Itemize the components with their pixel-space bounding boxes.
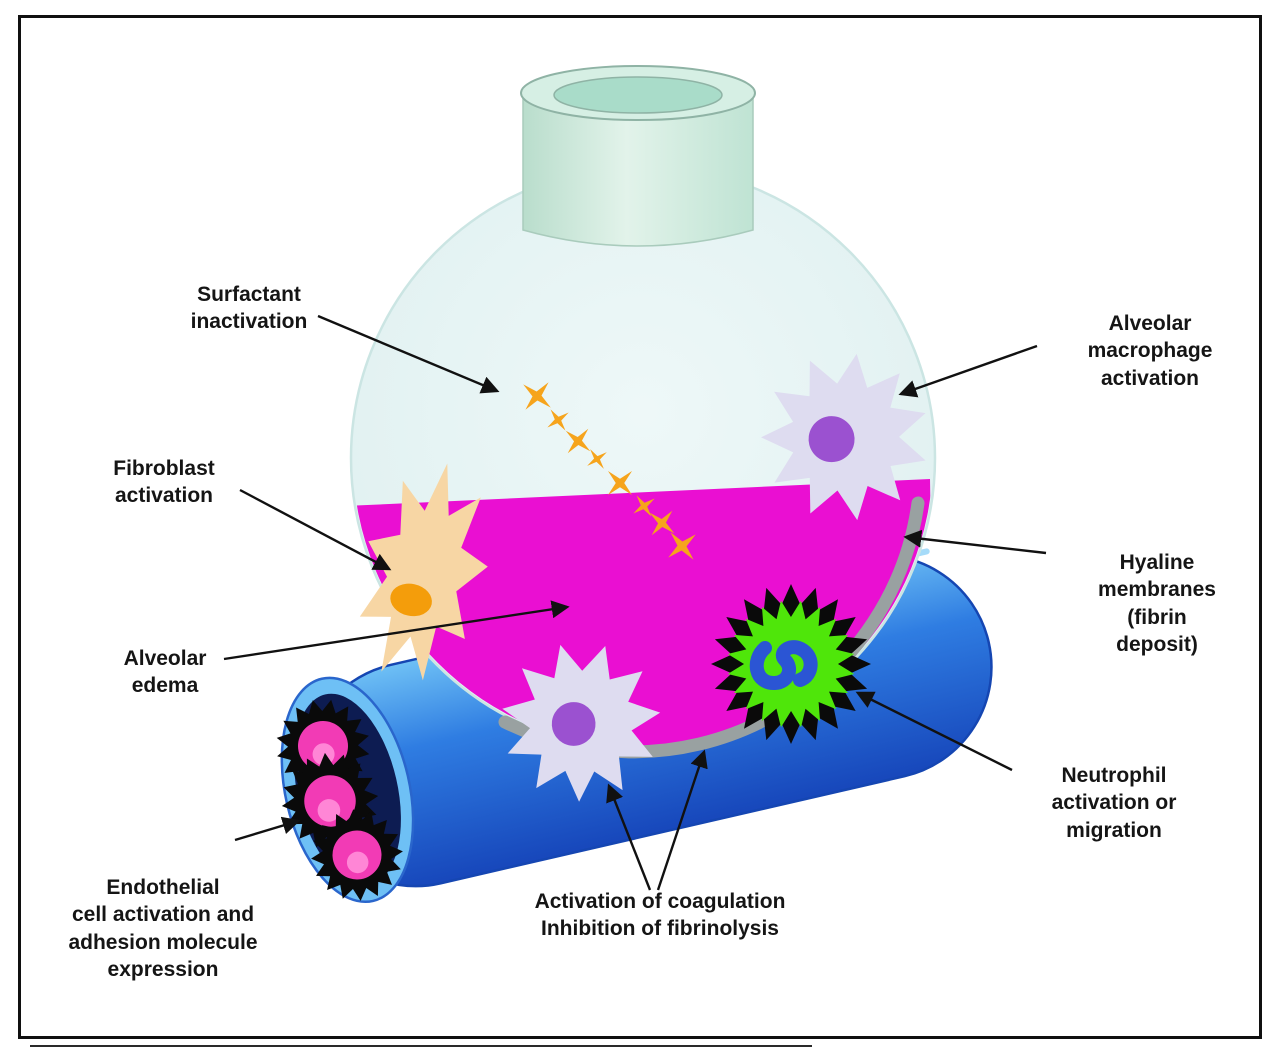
interstitial-macrophage-cell [502,644,661,802]
arrow-alveolar-edema [223,600,570,661]
arrow-neutrophil [855,691,1013,772]
arrow-coagulation-right [656,749,708,891]
alveolar-macrophage-cell [761,353,926,521]
neutrophil-cell [711,584,871,744]
airway-neck [520,65,756,247]
label-endothelial-activation: Endothelial cell activation and adhesion… [68,876,258,981]
label-neutrophil-activation: Neutrophil activation or migration [1051,764,1177,842]
label-alveolar-edema: Alveolar edema [123,647,207,698]
label-surfactant-inactivation: Surfactant inactivation [190,283,308,334]
arrow-endothelial [234,816,301,842]
figure-border [18,15,1262,1039]
arrow-alveolar-macrophage [898,344,1038,398]
fibroblast-cell [359,463,488,681]
arrow-surfactant [317,314,500,394]
surfactant-sparkles [523,382,696,560]
label-hyaline-membranes: Hyaline membranes (fibrin deposit) [1098,551,1216,656]
arrow-fibroblast [239,488,392,571]
label-fibroblast-activation: Fibroblast activation [113,457,215,508]
label-alveolar-macrophage-activation: Alveolar macrophage activation [1087,312,1213,390]
arrow-hyaline-membranes [903,529,1047,555]
annotation-arrows [223,314,1047,891]
arrow-coagulation-left [606,783,652,891]
endothelial-cell [311,809,403,901]
label-coagulation-fibrinolysis: Activation of coagulation Inhibition of … [534,890,786,941]
